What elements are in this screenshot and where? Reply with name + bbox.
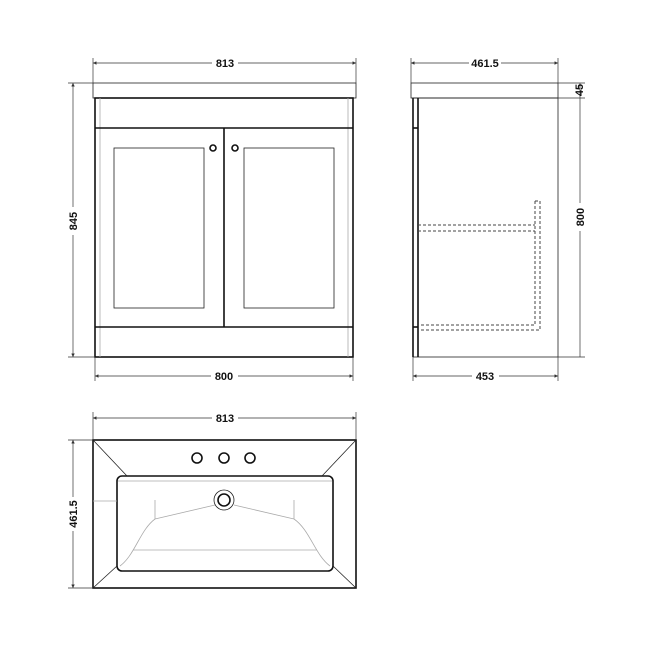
dim-top-width: 813 [216, 58, 234, 70]
side-view: 461.5 45 800 453 [410, 56, 587, 383]
basin-bowl [116, 475, 334, 572]
dim-cabinet-height: 800 [575, 208, 587, 226]
dim-top-thickness: 45 [574, 84, 586, 96]
dim-top-depth: 461.5 [471, 58, 499, 70]
dim-cabinet-depth: 453 [476, 371, 494, 383]
basin-top-front [92, 82, 357, 99]
tap-hole-icon [191, 452, 203, 464]
hidden-shelf-lines [418, 200, 541, 331]
left-door-panel [113, 147, 205, 309]
dim-basin-depth: 461.5 [68, 500, 80, 528]
dim-cabinet-width: 800 [215, 371, 233, 383]
right-door-panel [243, 147, 335, 309]
cabinet-side [412, 97, 559, 358]
tap-hole-icon [218, 452, 230, 464]
drain-icon [213, 489, 235, 511]
dim-basin-width: 813 [216, 413, 234, 425]
basin-outline [92, 439, 357, 589]
cabinet-front [94, 97, 354, 358]
basin-top-side [410, 82, 559, 99]
door-knob-icon [231, 144, 239, 152]
door-knob-icon [209, 144, 217, 152]
front-view: 813 845 800 [66, 56, 357, 383]
tap-hole-icon [244, 452, 256, 464]
basin-plan-view: 813 461.5 [66, 411, 357, 589]
dim-height: 845 [68, 212, 80, 230]
